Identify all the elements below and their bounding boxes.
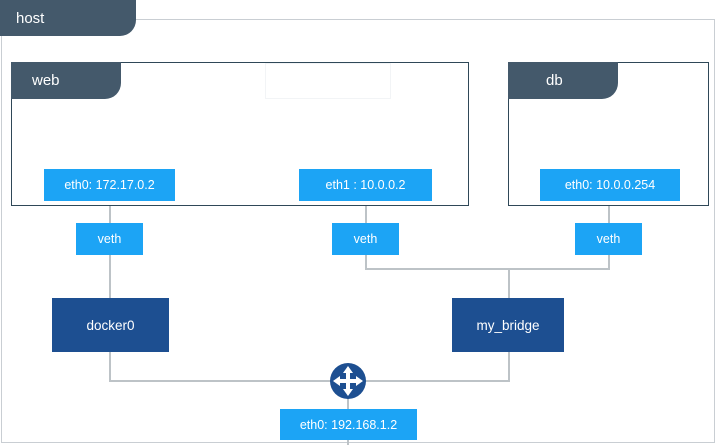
line-db-eth0-to-veth-right <box>608 201 610 225</box>
line-junction-to-my-bridge <box>508 268 510 300</box>
interface-web-eth0[interactable]: eth0: 172.17.0.2 <box>44 169 175 201</box>
line-bus-left-to-router <box>109 380 341 382</box>
veth-left[interactable]: veth <box>76 223 143 255</box>
line-my-bridge-to-bus <box>508 350 510 382</box>
veth-right[interactable]: veth <box>575 223 642 255</box>
line-docker0-to-bus <box>109 350 111 382</box>
veth-left-label: veth <box>97 232 122 246</box>
web-inner-placeholder-rect <box>265 63 391 99</box>
line-veth-junction-bar <box>365 268 610 270</box>
line-router-to-host-eth0 <box>347 395 349 411</box>
interface-host-eth0-label: eth0: 192.168.1.2 <box>299 417 398 432</box>
interface-web-eth1-label: eth1 : 10.0.0.2 <box>325 178 406 192</box>
line-veth-right-to-junction <box>608 253 610 269</box>
line-veth-middle-to-junction <box>365 253 367 269</box>
bridge-docker0-label: docker0 <box>86 317 135 333</box>
container-db-label: db <box>546 72 563 89</box>
bridge-my-bridge-label: my_bridge <box>476 317 540 333</box>
container-db-tab[interactable]: db <box>508 62 618 99</box>
veth-middle-label: veth <box>353 232 378 246</box>
host-tab-label: host <box>16 9 45 27</box>
line-web-eth1-to-veth-middle <box>365 201 367 225</box>
veth-middle[interactable]: veth <box>332 223 399 255</box>
veth-right-label: veth <box>596 232 621 246</box>
interface-web-eth1[interactable]: eth1 : 10.0.0.2 <box>299 169 432 201</box>
bridge-my-bridge[interactable]: my_bridge <box>452 298 564 352</box>
host-tab[interactable]: host <box>0 0 136 36</box>
line-host-eth0-to-frame <box>347 439 349 445</box>
container-web-tab[interactable]: web <box>11 62 121 99</box>
line-web-eth0-to-veth-left <box>109 201 111 225</box>
interface-db-eth0[interactable]: eth0: 10.0.0.254 <box>540 169 680 201</box>
line-bus-right-to-router <box>356 380 509 382</box>
bridge-docker0[interactable]: docker0 <box>52 298 169 352</box>
line-veth-left-to-docker0 <box>109 253 111 300</box>
interface-db-eth0-label: eth0: 10.0.0.254 <box>564 178 656 192</box>
router-four-way-arrow-icon[interactable] <box>329 362 367 400</box>
container-web-label: web <box>32 72 60 89</box>
interface-web-eth0-label: eth0: 172.17.0.2 <box>64 178 155 192</box>
interface-host-eth0[interactable]: eth0: 192.168.1.2 <box>280 409 417 440</box>
